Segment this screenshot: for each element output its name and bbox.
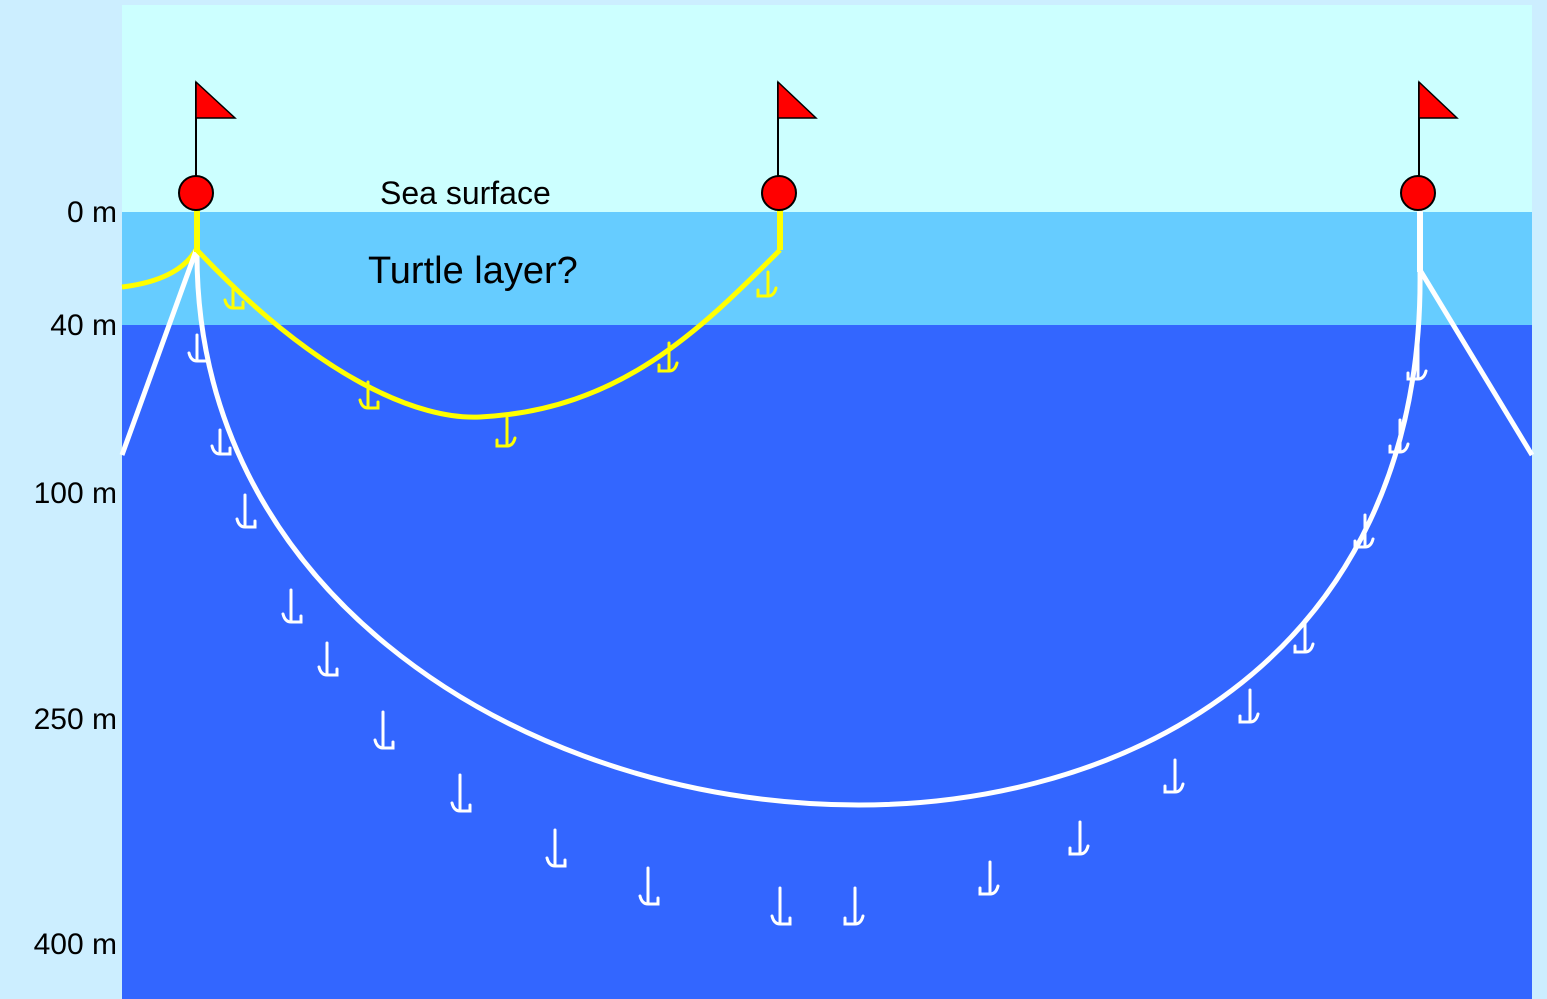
depth-label-400: 400 m [33,928,117,961]
right-side-line-white [1417,268,1535,457]
hook-icon [1068,820,1090,856]
buoy-right [1400,80,1459,211]
buoy-middle [761,80,818,211]
hook-icon [545,828,567,868]
hook-icon [843,886,865,926]
sky-band [122,5,1532,212]
hook-icon [495,416,517,448]
deep-water-band [122,325,1532,999]
hook-icon [638,866,660,906]
turtle-layer-band [122,212,1532,325]
hook-icon [358,380,380,410]
hook-icon [223,286,245,310]
flag-icon [195,80,237,119]
hook-icon [756,270,778,298]
hook-icon [281,588,303,624]
depth-label-250: 250 m [33,703,117,736]
buoy-left [178,80,237,211]
hook-icon [450,773,472,813]
hook-icon [235,493,257,529]
sea-surface-label: Sea surface [380,175,551,211]
hook-icon [770,886,792,926]
turtle-layer-label: Turtle layer? [368,250,578,292]
hook-icon [1163,758,1185,794]
hook-icon [373,710,395,750]
hook-icon [1388,418,1410,454]
depth-label-100: 100 m [33,477,117,510]
float-buoy-icon [761,175,797,211]
hook-icon [1406,343,1428,381]
shallow-mainline [195,248,782,420]
hook-icon [210,428,232,456]
hook-icon [1353,513,1375,549]
hook-icon [657,341,679,373]
hook-icon [978,860,1000,896]
float-buoy-icon [178,175,214,211]
hook-icon [317,641,339,677]
flag-icon [1418,80,1459,119]
left-side-line-white [119,247,200,456]
hook-icon [187,333,209,363]
flag-icon [777,80,818,119]
depth-label-40: 40 m [50,309,117,342]
hook-icon [1293,618,1315,654]
depth-label-0: 0 m [66,196,117,229]
deep-hooks [187,333,1428,926]
hook-icon [1238,688,1260,724]
deep-mainline [194,247,1423,808]
float-buoy-icon [1400,175,1436,211]
shallow-hooks [223,270,778,448]
